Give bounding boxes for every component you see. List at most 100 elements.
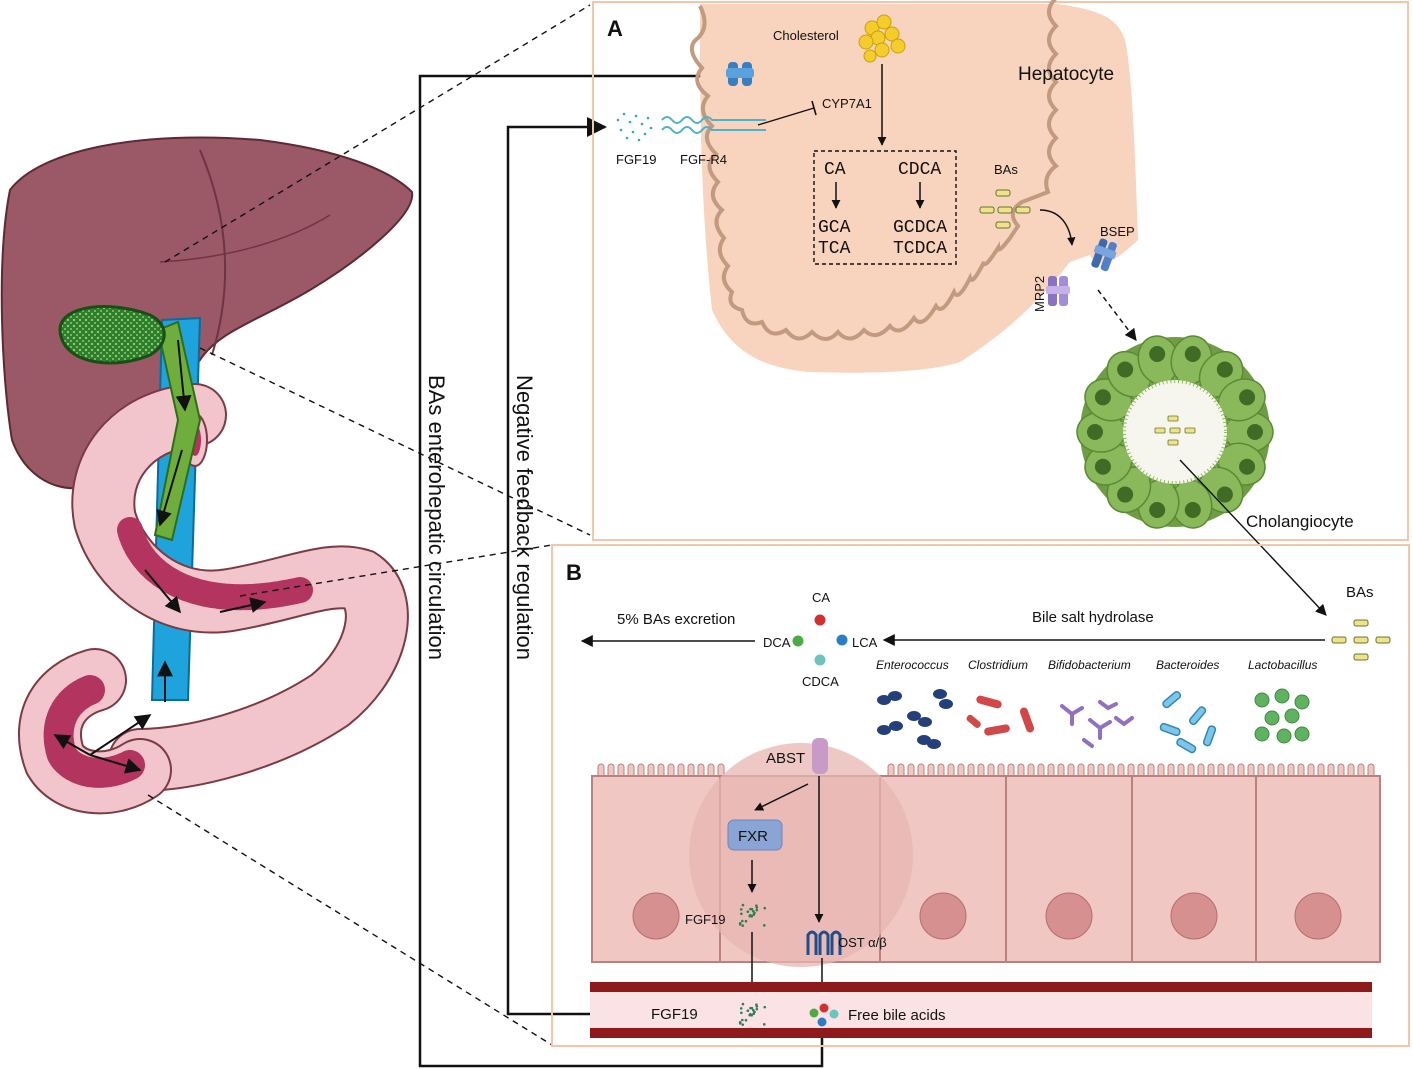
fgf19-particle	[762, 924, 766, 927]
bacteria-label-3: Bacteroides	[1156, 658, 1219, 672]
fgf19-cell-dots	[738, 903, 767, 927]
bas-label-a: BAs	[994, 162, 1018, 177]
fgf19-particle	[746, 910, 750, 914]
cholangiocyte-nucleus	[1216, 486, 1233, 503]
fgf19-particle	[739, 908, 743, 911]
free-ba-dot-teal	[829, 1009, 839, 1019]
cholesterol-label: Cholesterol	[773, 28, 839, 43]
cdca-label: CDCA	[898, 160, 941, 180]
fgf19-particle	[755, 1007, 759, 1011]
fgf19-particle	[752, 1008, 755, 1012]
tca-label: TCA	[818, 239, 851, 259]
feedback-label: Negative feedback regulation	[512, 375, 537, 660]
enterocyte-nucleus	[1045, 892, 1093, 940]
ost-label: OST α/β	[838, 935, 887, 950]
panel-b-letter: B	[566, 560, 582, 585]
hepatocyte-label: Hepatocyte	[1018, 64, 1114, 85]
fgf19-particle	[740, 1011, 743, 1015]
lca-dot	[836, 634, 848, 646]
cholangiocyte-nucleus	[1149, 501, 1166, 518]
blood-vessel	[590, 982, 1372, 1038]
bas-cluster-a	[979, 189, 1031, 229]
fgf19-cell-label: FGF19	[685, 912, 725, 927]
ca-dot	[814, 614, 826, 626]
fgf19-particle	[746, 1009, 750, 1013]
hepatocyte-membrane	[690, 0, 1060, 341]
fgf19-particle	[755, 906, 759, 909]
fgf19-particle	[752, 913, 755, 917]
bacteria-label-4: Lactobacillus	[1248, 658, 1317, 672]
bile-duct	[153, 320, 202, 542]
cholangiocyte-nucleus	[1117, 486, 1134, 503]
panel-a-letter: A	[607, 16, 623, 41]
panel-b: B BAs Bile salt hydrolase CA DCA LCA CDC…	[551, 544, 1410, 1047]
fgf19-particle	[738, 1022, 742, 1025]
cholangiocyte-nucleus	[1094, 458, 1111, 475]
bacteroides-icon	[1159, 690, 1217, 754]
fgf19-particle	[763, 1005, 767, 1009]
lactobacillus-icon	[1254, 688, 1310, 744]
ca-label: CA	[824, 160, 846, 180]
ca-label-b: CA	[812, 590, 830, 605]
fgf19-particle	[755, 908, 759, 912]
bas-cluster-b	[1331, 619, 1391, 661]
intestine-flow-arrows	[53, 339, 267, 774]
bile-acid-box	[813, 150, 957, 265]
fgf19-particle	[741, 903, 745, 907]
bacteria-label-0: Enterococcus	[876, 658, 949, 672]
fgf19-particle	[748, 914, 752, 918]
enterohepatic-loop	[418, 66, 824, 1068]
bacteria-label-1: Clostridium	[968, 658, 1028, 672]
mrp2-label: MRP2	[1032, 276, 1047, 312]
bifidobacterium-icon	[1060, 700, 1134, 748]
zoom-lines	[147, 4, 591, 1046]
dca-dot	[792, 635, 804, 647]
fgf19-particle	[749, 1006, 752, 1010]
enterohepatic-label: BAs enterohepatic circulation	[424, 375, 449, 660]
fgf19-particle	[752, 1012, 755, 1016]
cholangiocyte-nucleus	[1184, 346, 1201, 363]
fgfr4-transporter	[726, 62, 754, 86]
bsep-label: BSEP	[1100, 224, 1135, 239]
fgf-r4-receptor	[661, 116, 766, 134]
highlighted-enterocyte	[689, 743, 913, 967]
fgfr4-label: FGF-R4	[680, 152, 727, 167]
cholangiocyte-label: Cholangiocyte	[1246, 512, 1354, 531]
cholangiocyte-nucleus	[1094, 389, 1111, 406]
fgf19-particle	[762, 1023, 766, 1026]
fxr-box	[727, 819, 783, 851]
gcdca-label: GCDCA	[893, 218, 947, 238]
enterocyte-nucleus	[919, 892, 967, 940]
liver-organ	[0, 136, 414, 490]
gca-label: GCA	[818, 218, 851, 238]
enterocyte-layer	[591, 743, 1381, 967]
cholangiocyte-ring	[1076, 335, 1274, 529]
bas-label-b: BAs	[1346, 584, 1374, 601]
fxr-label: FXR	[738, 828, 768, 845]
fgf19-particle	[763, 906, 767, 910]
dca-label: DCA	[763, 635, 791, 650]
enterocyte-nucleus	[632, 892, 680, 940]
fgf19-label: FGF19	[616, 152, 656, 167]
abst-label: ABST	[766, 750, 805, 767]
free-ba-dot-red	[819, 1003, 829, 1013]
fgf19-particle	[740, 912, 743, 916]
fgf19-particle	[748, 1013, 752, 1017]
cholangiocyte-nucleus	[1247, 424, 1263, 440]
cholangiocyte-nucleus	[1239, 389, 1256, 406]
cdca-dot	[814, 654, 826, 666]
lca-label: LCA	[852, 635, 878, 650]
bacteria-label-2: Bifidobacterium	[1048, 658, 1131, 672]
free-bile-acids-label: Free bile acids	[848, 1007, 946, 1024]
hepatocyte-cell	[700, 4, 1138, 373]
clostridium-icon	[966, 695, 1035, 736]
cholangiocyte-nucleus	[1149, 346, 1166, 363]
fgf19-particle	[739, 1007, 743, 1010]
fgf19-particle	[738, 923, 742, 926]
panel-a: A Hepatocyte Cholesterol FGF19 FGF-R	[592, 0, 1409, 616]
enterocyte-nucleus	[1294, 892, 1342, 940]
fgf19-particle	[741, 1018, 744, 1022]
fgf19-particle	[744, 919, 748, 923]
cholangiocyte-nucleus	[1184, 501, 1201, 518]
